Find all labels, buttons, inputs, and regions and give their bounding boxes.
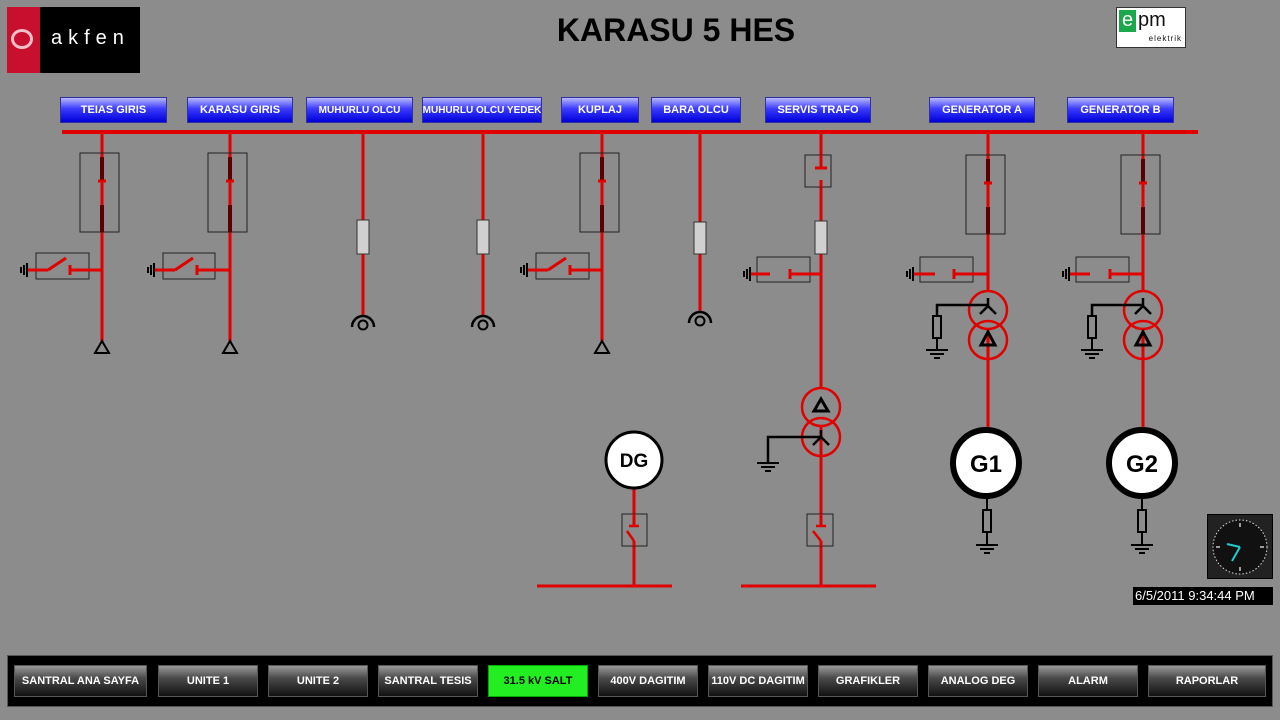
ground-icon	[756, 462, 780, 472]
g1-label: G1	[970, 451, 1002, 478]
fuse-icon	[693, 221, 707, 255]
resistor-icon	[1137, 509, 1147, 533]
ground-icon	[1130, 544, 1154, 554]
ground-icon	[147, 262, 155, 278]
voltage-transformer-icon	[687, 310, 713, 324]
voltage-transformer-icon	[350, 314, 376, 328]
datetime-display: 6/5/2011 9:34:44 PM	[1133, 587, 1273, 605]
nav-analog-deg[interactable]: ANALOG DEG	[928, 665, 1028, 697]
feeder-button-teias-giris[interactable]: TEIAS GIRIS	[60, 97, 167, 123]
circuit-breaker-icon	[578, 151, 621, 234]
resistor-icon	[1087, 315, 1097, 339]
g2-label: G2	[1126, 451, 1158, 478]
epm-logo-e: e	[1119, 10, 1136, 32]
feeder-teias-giris	[20, 132, 121, 354]
feeder-generator-a: G1	[906, 132, 1022, 554]
feeder-servis-trafo	[741, 132, 876, 588]
nav-grafikler[interactable]: GRAFIKLER	[818, 665, 918, 697]
clock-icon	[1212, 519, 1268, 575]
feeder-button-karasu-giris[interactable]: KARASU GIRIS	[187, 97, 293, 123]
feeder-karasu-giris	[147, 132, 249, 354]
nav-alarm[interactable]: ALARM	[1038, 665, 1138, 697]
feeder-bara-olcu	[687, 132, 713, 327]
fuse-icon	[356, 219, 370, 255]
voltage-transformer-icon	[470, 314, 496, 328]
feeder-button-kuplaj[interactable]: KUPLAJ	[561, 97, 639, 123]
epm-logo-elektrik: elektrik	[1148, 34, 1182, 43]
nav-raporlar[interactable]: RAPORLAR	[1148, 665, 1266, 697]
feeder-button-bara-olcu[interactable]: BARA OLCU	[651, 97, 741, 123]
circuit-breaker-icon	[206, 151, 249, 234]
ground-icon	[1062, 266, 1070, 282]
generator-icon	[604, 430, 664, 490]
akfen-symbol-icon	[11, 29, 33, 49]
analog-clock	[1207, 514, 1273, 579]
akfen-logo-text: akfen	[51, 27, 130, 49]
ground-icon	[743, 266, 751, 282]
generator-icon	[1106, 427, 1178, 499]
nav-santral-ana-sayfa[interactable]: SANTRAL ANA SAYFA	[14, 665, 147, 697]
circuit-breaker-icon	[964, 153, 1007, 236]
nav-400v-dagitim[interactable]: 400V DAGITIM	[598, 665, 698, 697]
nav-unite-1[interactable]: UNITE 1	[158, 665, 258, 697]
ground-icon	[20, 262, 28, 278]
nav-31-5kv-salt[interactable]: 31.5 kV SALT	[488, 665, 588, 697]
ground-icon	[1080, 349, 1104, 359]
feeder-button-generator-b[interactable]: GENERATOR B	[1067, 97, 1174, 123]
feeder-button-muhurlu-olcu[interactable]: MUHURLU OLCU	[306, 97, 413, 123]
fuse-icon	[476, 219, 490, 255]
feeder-generator-b: G2	[1062, 132, 1178, 554]
feeder-button-generator-a[interactable]: GENERATOR A	[929, 97, 1035, 123]
fuse-icon	[814, 220, 828, 255]
line-terminal-icon	[593, 339, 611, 354]
page-title: KARASU 5 HES	[556, 12, 796, 48]
feeder-muhurlu-olcu	[350, 132, 376, 331]
transformer-icon	[1090, 289, 1164, 361]
feeder-muhurlu-olcu-yedek	[470, 132, 496, 331]
resistor-icon	[932, 315, 942, 339]
nav-santral-tesis[interactable]: SANTRAL TESIS	[378, 665, 478, 697]
dg-label: DG	[620, 451, 649, 472]
ground-icon	[975, 544, 999, 554]
circuit-breaker-icon	[1119, 153, 1162, 236]
ground-icon	[925, 349, 949, 359]
resistor-icon	[982, 509, 992, 533]
generator-icon	[950, 427, 1022, 499]
feeder-button-muhurlu-olcu-yedek[interactable]: MUHURLU OLCU YEDEK	[422, 97, 542, 123]
transformer-icon	[935, 289, 1009, 361]
transformer-icon	[766, 386, 842, 463]
akfen-logo: akfen	[7, 7, 140, 73]
diesel-generator: DG	[537, 430, 672, 588]
line-terminal-icon	[93, 339, 111, 354]
line-terminal-icon	[221, 339, 239, 354]
feeder-kuplaj	[520, 132, 621, 354]
ground-icon	[520, 262, 528, 278]
nav-110v-dc-dagitim[interactable]: 110V DC DAGITIM	[708, 665, 808, 697]
ground-icon	[906, 266, 914, 282]
circuit-breaker-icon	[78, 151, 121, 234]
nav-unite-2[interactable]: UNITE 2	[268, 665, 368, 697]
single-line-diagram: DG G1	[20, 130, 1198, 588]
feeder-button-servis-trafo[interactable]: SERVIS TRAFO	[765, 97, 871, 123]
epm-logo-pm: pm	[1138, 9, 1166, 31]
